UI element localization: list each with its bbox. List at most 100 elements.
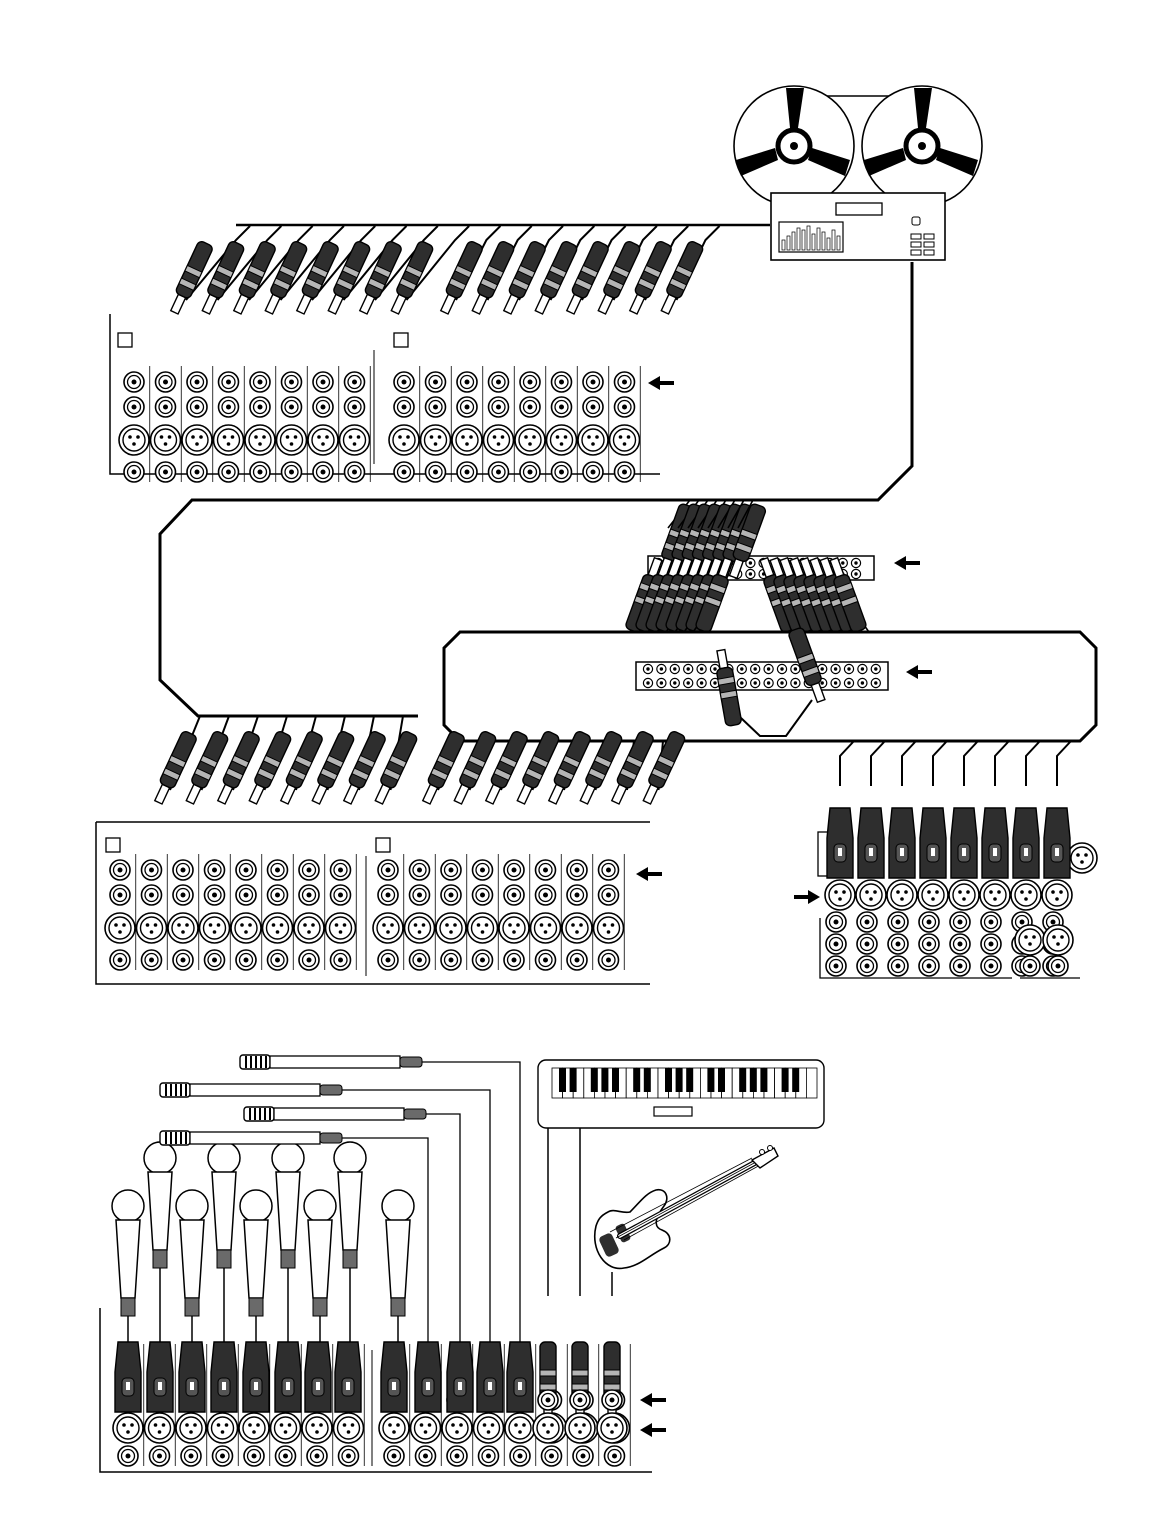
mic-input-socket [594,913,624,943]
arrow-top-mixer [648,376,674,390]
mic-input-socket [145,1413,175,1443]
meter-bar [802,230,805,250]
black-key [760,1068,767,1092]
mic-input-socket [334,1413,364,1443]
line-input-jack [441,950,461,970]
patch-point [657,678,666,687]
xlr-cable [920,741,947,878]
black-key [718,1068,725,1092]
line-input-jack [542,1446,562,1466]
line-input-jack [457,462,477,482]
expander-jack [857,934,877,954]
direct-out-jack [250,397,270,417]
expander-jack [950,956,970,976]
line-input-jack [510,1446,530,1466]
insert-jack [567,860,587,880]
meter-bar [807,226,810,250]
patch-point [643,664,652,673]
insert-jack [552,372,572,392]
microphone-icon [272,1142,304,1268]
insert-jack [250,372,270,392]
line-input-jack [573,1446,593,1466]
direct-out-jack [313,397,333,417]
line-input-jack [181,1446,201,1466]
mic-input-socket [326,913,356,943]
mic-input-socket [379,1413,409,1443]
line-input-jack [173,950,193,970]
channel-strip [484,366,515,482]
mic-input-socket [610,425,640,455]
expander-jack [950,934,970,954]
expander-jack [826,934,846,954]
meter-bar [797,228,800,250]
insert-jack [599,860,619,880]
keyboard-bass-cable [597,1272,627,1443]
mic-input-socket [499,913,529,943]
expander-jack [1048,956,1068,976]
channel-strip [105,854,136,970]
channel-strip [515,366,546,482]
direct-out-jack [536,885,556,905]
direct-out-jack [520,397,540,417]
line-input-jack [276,1446,296,1466]
insert-jack [219,372,239,392]
channel-strip [373,854,404,970]
black-key [792,1068,799,1092]
middle-channel-strips [105,854,624,970]
channel-strip [468,854,499,970]
patch-point [764,678,773,687]
arrow-bottom-insert [640,1393,666,1407]
channel-strip [562,854,593,970]
insert-jack [410,860,430,880]
black-key [612,1068,619,1092]
direct-out-jack [567,885,587,905]
black-key [676,1068,683,1092]
patch-point [684,678,693,687]
white-key [806,1068,817,1098]
insert-jack [473,860,493,880]
expander-jack [888,956,908,976]
channel-strip [308,366,339,482]
line-input-jack [282,462,302,482]
xlr-cable [951,741,978,878]
expander-jack [888,912,908,932]
direct-out-jack [599,885,619,905]
expander-jack [981,912,1001,932]
microphone-icon [144,1142,176,1268]
middle-insert-cables [151,716,686,806]
patchbay-lower [636,662,888,690]
line-input-jack [536,950,556,970]
channel-strip [277,366,308,482]
line-input-jack [187,462,207,482]
direct-out-jack [457,397,477,417]
line-input-jack [602,1390,622,1410]
channel-strip [531,854,562,970]
insert-jack [156,372,176,392]
direct-out-jack [552,397,572,417]
black-key [739,1068,746,1092]
insert-jack [504,860,524,880]
expander-xlr-socket [856,880,886,910]
mic-input-socket [277,425,307,455]
black-key [601,1068,608,1092]
line-input-jack [538,1390,558,1410]
channel-strip [214,366,245,482]
mic-input-socket [373,913,403,943]
pickup-head-icon [160,1131,190,1145]
arrow-expander [794,890,820,904]
insert-jack [345,372,365,392]
black-key [591,1068,598,1092]
patch-point [751,664,760,673]
direct-out-jack [282,397,302,417]
line-input-jack [570,1390,590,1410]
mic-input-socket [263,913,293,943]
patch-point [737,678,746,687]
expander-xlr-socket [949,880,979,910]
insert-cable [372,716,419,806]
channel-strip [389,366,420,482]
microphone-icon [240,1190,272,1316]
line-input-jack [345,462,365,482]
insert-jack [441,860,461,880]
line-input-jack [307,1446,327,1466]
top-channel-strips [119,366,640,482]
